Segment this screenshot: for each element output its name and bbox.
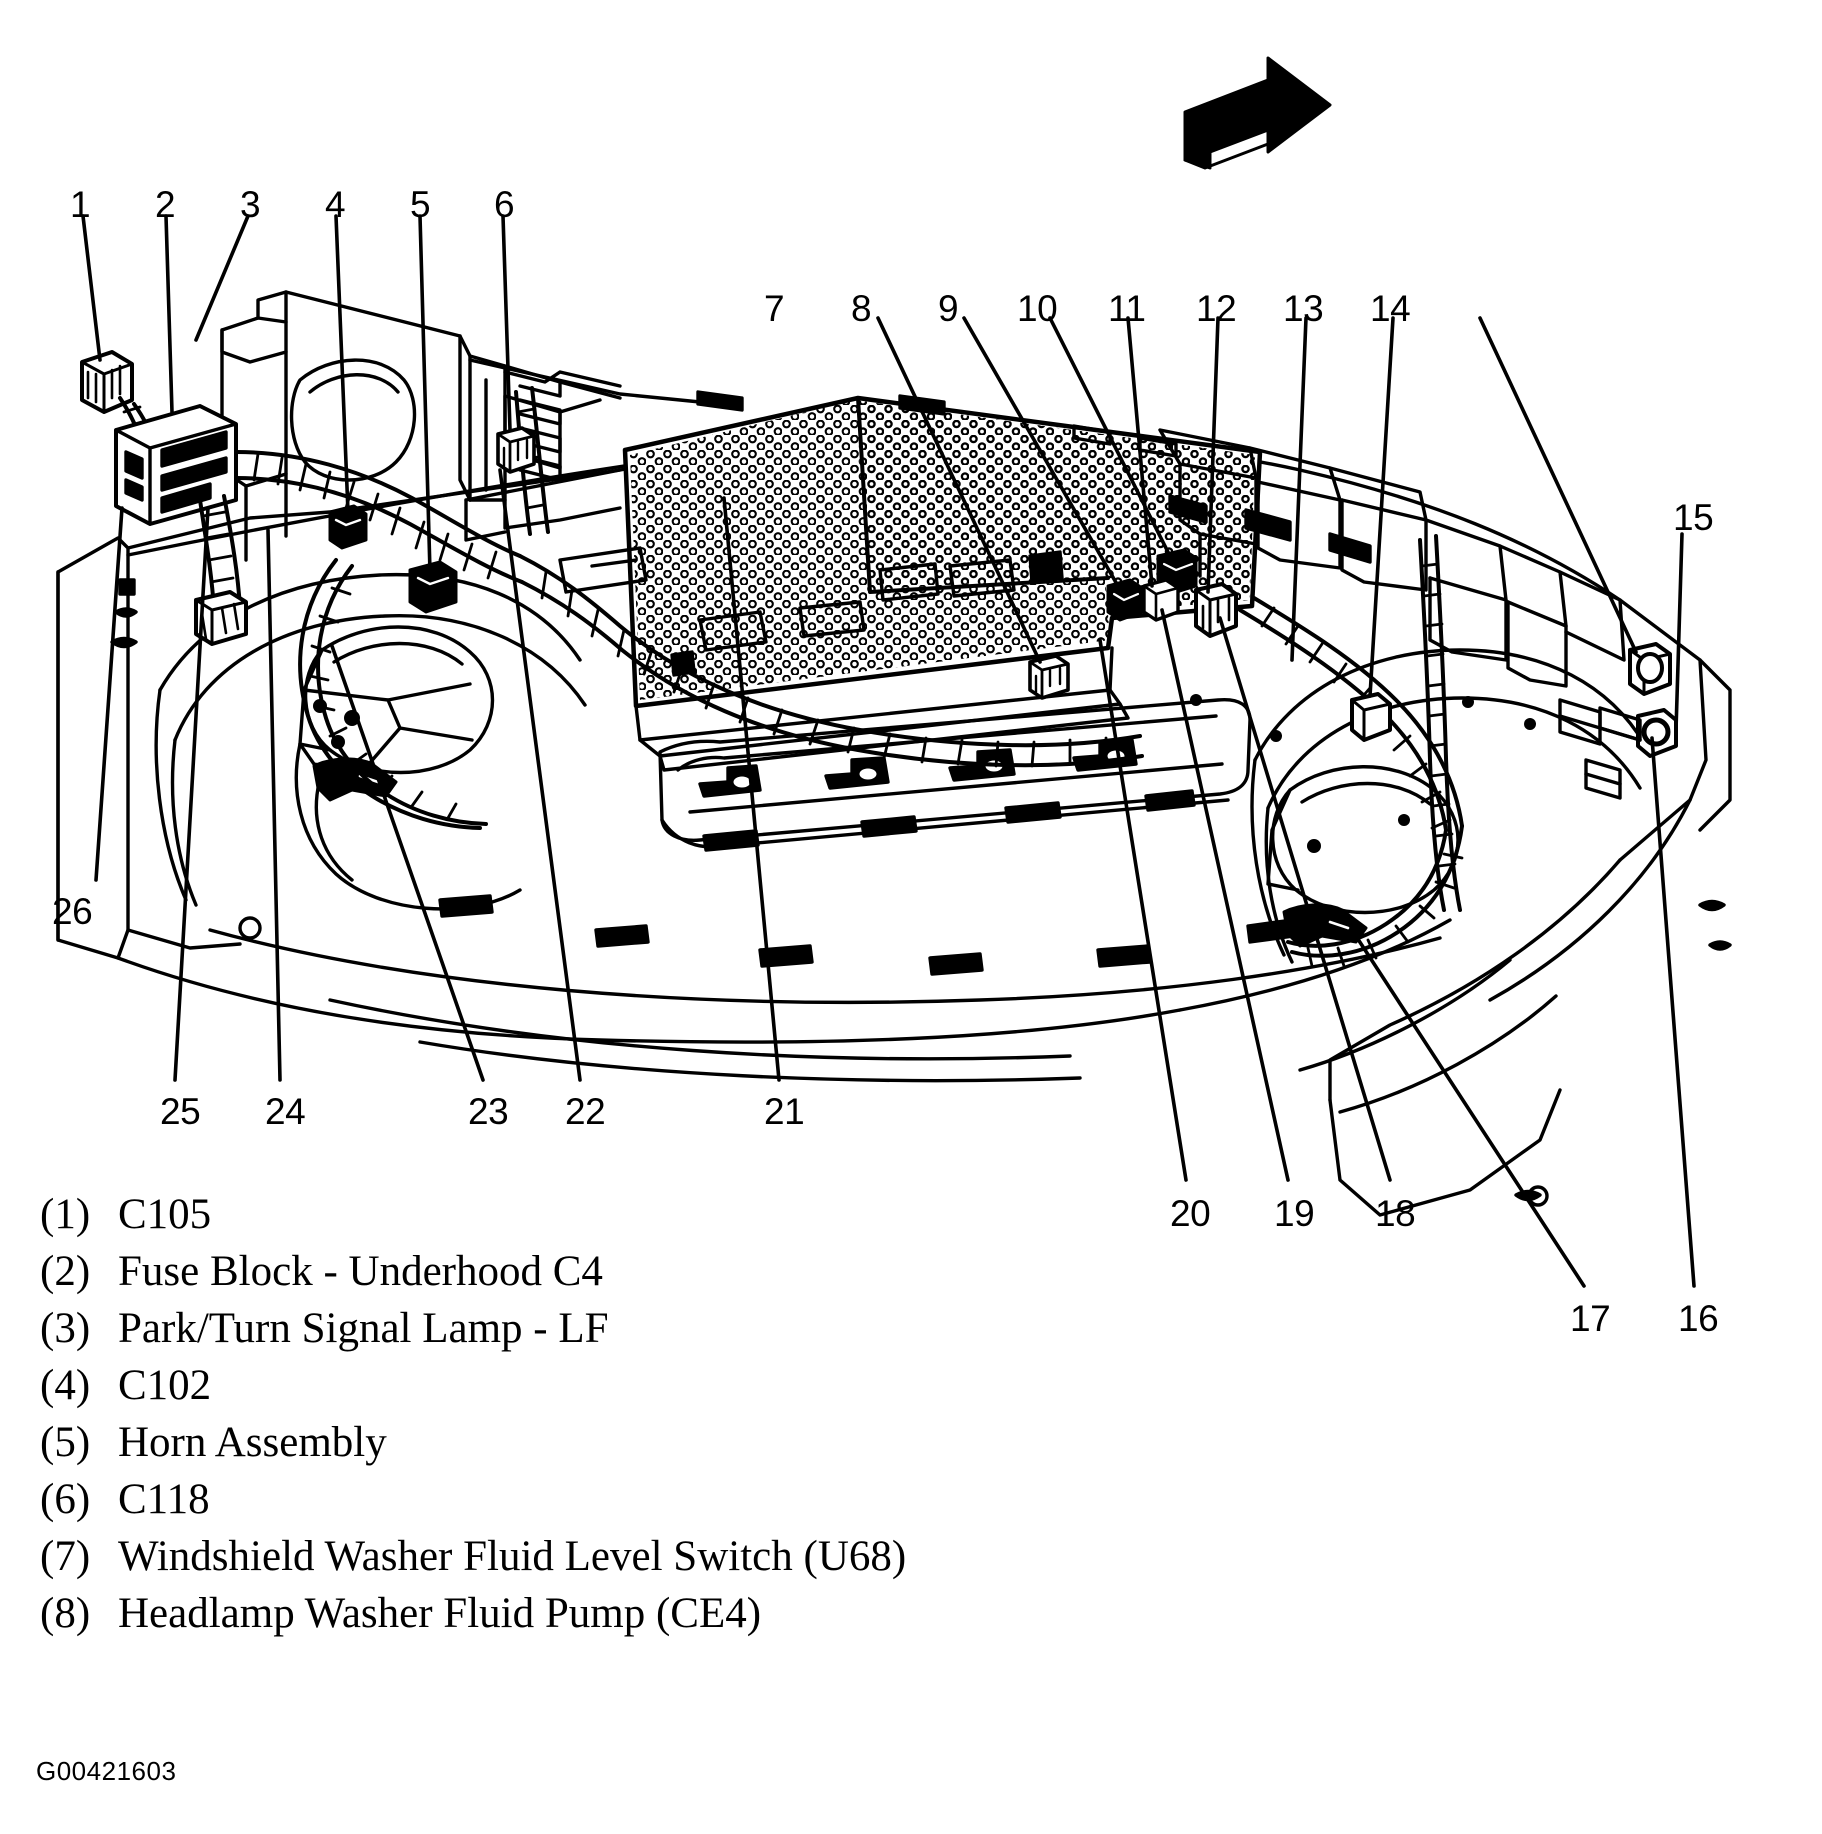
legend-list: (1) C105 (2) Fuse Block - Underhood C4 (… bbox=[40, 1186, 1340, 1642]
callout-21: 21 bbox=[764, 1091, 805, 1132]
legend-label-8: Headlamp Washer Fluid Pump (CE4) bbox=[118, 1590, 762, 1637]
callout-12: 12 bbox=[1196, 288, 1237, 329]
legend-number-3: (3) bbox=[40, 1305, 91, 1352]
callout-19: 19 bbox=[1274, 1193, 1315, 1234]
legend-item-8: (8) Headlamp Washer Fluid Pump (CE4) bbox=[40, 1585, 1340, 1642]
legend-item-4: (4) C102 bbox=[40, 1357, 1340, 1414]
legend-number-6: (6) bbox=[40, 1476, 91, 1523]
callout-11: 11 bbox=[1108, 288, 1146, 329]
callout-22: 22 bbox=[565, 1091, 606, 1132]
callout-3: 3 bbox=[240, 184, 261, 225]
legend-label-2: Fuse Block - Underhood C4 bbox=[118, 1248, 603, 1295]
figure-id: G00421603 bbox=[36, 1756, 177, 1786]
legend-label-7: Windshield Washer Fluid Level Switch (U6… bbox=[118, 1533, 907, 1580]
callout-6: 6 bbox=[494, 184, 515, 225]
legend-item-2: (2) Fuse Block - Underhood C4 bbox=[40, 1243, 1340, 1300]
callout-16: 16 bbox=[1678, 1298, 1719, 1339]
callout-13: 13 bbox=[1283, 288, 1324, 329]
legend-label-3: Park/Turn Signal Lamp - LF bbox=[118, 1305, 609, 1352]
callout-25: 25 bbox=[160, 1091, 201, 1132]
callout-23: 23 bbox=[468, 1091, 509, 1132]
legend-number-7: (7) bbox=[40, 1533, 91, 1580]
leader-lines bbox=[81, 214, 1696, 1288]
callout-10: 10 bbox=[1017, 288, 1058, 329]
callout-24: 24 bbox=[265, 1091, 306, 1132]
legend-number-5: (5) bbox=[40, 1419, 91, 1466]
callout-18: 18 bbox=[1375, 1193, 1416, 1234]
legend-label-4: C102 bbox=[118, 1362, 212, 1409]
legend-item-7: (7) Windshield Washer Fluid Level Switch… bbox=[40, 1528, 1340, 1585]
legend-number-8: (8) bbox=[40, 1590, 91, 1637]
legend-label-5: Horn Assembly bbox=[118, 1419, 387, 1466]
legend-item-5: (5) Horn Assembly bbox=[40, 1414, 1340, 1471]
legend-label-1: C105 bbox=[118, 1191, 212, 1238]
callout-15: 15 bbox=[1673, 497, 1714, 538]
callout-1: 1 bbox=[70, 184, 91, 225]
forward-direction-arrow bbox=[1183, 56, 1332, 170]
legend-number-1: (1) bbox=[40, 1191, 91, 1238]
callout-5: 5 bbox=[410, 184, 431, 225]
legend-item-6: (6) C118 bbox=[40, 1471, 1340, 1528]
callout-8: 8 bbox=[851, 288, 872, 329]
callout-7: 7 bbox=[764, 288, 785, 329]
callout-17: 17 bbox=[1570, 1298, 1611, 1339]
legend-label-6: C118 bbox=[118, 1476, 210, 1523]
callout-2: 2 bbox=[155, 184, 176, 225]
legend-number-4: (4) bbox=[40, 1362, 91, 1409]
legend-number-2: (2) bbox=[40, 1248, 91, 1295]
callout-20: 20 bbox=[1170, 1193, 1211, 1234]
callout-4: 4 bbox=[325, 184, 346, 225]
legend-item-3: (3) Park/Turn Signal Lamp - LF bbox=[40, 1300, 1340, 1357]
callout-26: 26 bbox=[52, 891, 93, 932]
callout-9: 9 bbox=[938, 288, 959, 329]
callout-14: 14 bbox=[1370, 288, 1411, 329]
legend-item-1: (1) C105 bbox=[40, 1186, 1340, 1243]
